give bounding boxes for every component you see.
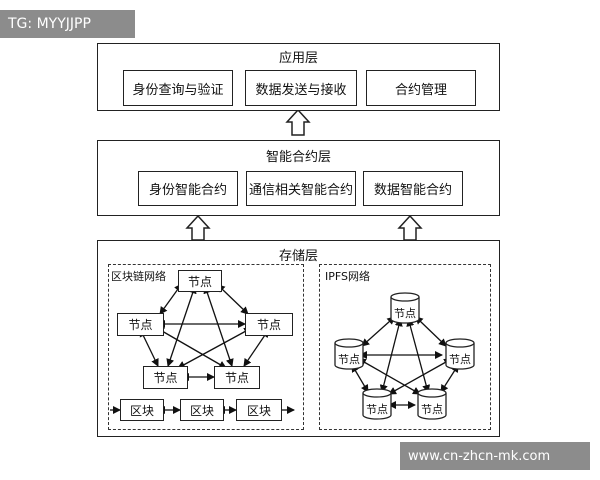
- ipfs-node-right-cylinder-icon: [445, 338, 475, 370]
- ipfs-node-bottom-right: 节点: [421, 403, 443, 416]
- block-1: 区块: [120, 399, 164, 421]
- up-arrow-icon: [185, 214, 211, 241]
- data-contract-box: 数据智能合约: [363, 171, 463, 206]
- ipfs-network-region: [319, 264, 491, 430]
- ipfs-node-top: 节点: [394, 307, 416, 320]
- identity-contract-box: 身份智能合约: [138, 171, 238, 206]
- ipfs-node-left-cylinder-icon: [334, 338, 364, 370]
- blockchain-network-region: [108, 264, 304, 430]
- block-2: 区块: [180, 399, 224, 421]
- watermark-top: TG: MYYJJPP: [0, 10, 135, 38]
- communication-contract-box: 通信相关智能合约: [246, 171, 356, 206]
- ipfs-network-title: IPFS网络: [325, 270, 370, 283]
- ipfs-node-bottom-left: 节点: [366, 403, 388, 416]
- up-arrow-icon: [397, 214, 423, 241]
- blockchain-network-title: 区块链网络: [111, 270, 166, 283]
- application-layer: 应用层 身份查询与验证 数据发送与接收 合约管理: [97, 43, 500, 111]
- data-send-receive-box: 数据发送与接收: [245, 70, 357, 106]
- storage-layer-title: 存储层: [278, 249, 318, 264]
- watermark-bottom: www.cn-zhcn-mk.com: [400, 442, 590, 470]
- identity-query-box: 身份查询与验证: [123, 70, 233, 106]
- ipfs-node-right: 节点: [449, 353, 471, 366]
- ipfs-edge: [388, 358, 453, 395]
- contract-management-box: 合约管理: [366, 70, 476, 106]
- ipfs-node-left: 节点: [338, 353, 360, 366]
- ipfs-node-bottom-right-cylinder-icon: [417, 388, 447, 420]
- bc-node-top: 节点: [178, 270, 222, 292]
- ipfs-node-bottom-left-cylinder-icon: [362, 388, 392, 420]
- up-arrow-icon: [285, 108, 311, 136]
- block-3: 区块: [236, 399, 282, 421]
- bc-node-bottom-right: 节点: [214, 366, 260, 389]
- bc-edge: [139, 328, 159, 367]
- bc-node-bottom-left: 节点: [143, 366, 188, 389]
- bc-edge: [177, 327, 253, 369]
- application-layer-title: 应用层: [278, 51, 318, 66]
- ipfs-node-top-cylinder-icon: [390, 292, 420, 324]
- bc-node-left: 节点: [117, 313, 164, 336]
- smart-contract-layer-title: 智能合约层: [265, 150, 331, 165]
- bc-node-right: 节点: [245, 313, 293, 336]
- smart-contract-layer: 智能合约层 身份智能合约 通信相关智能合约 数据智能合约: [97, 140, 500, 216]
